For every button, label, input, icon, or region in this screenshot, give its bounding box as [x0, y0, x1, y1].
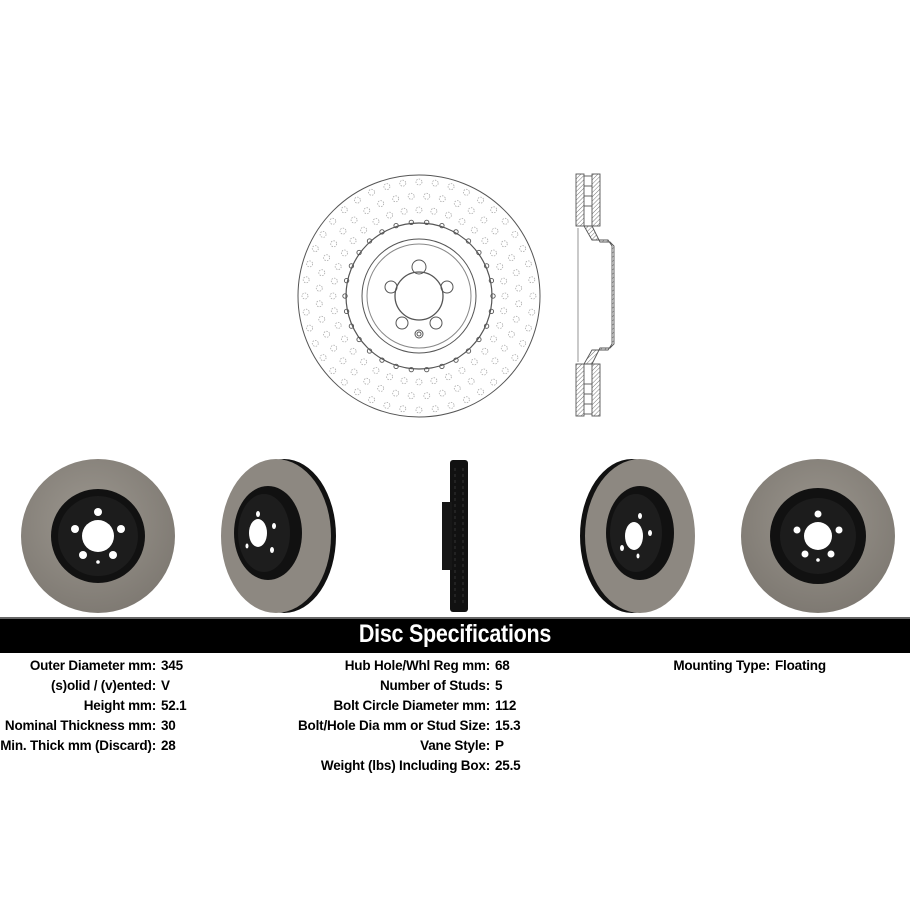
spec-value: Floating	[775, 658, 826, 673]
spec-value: 345	[161, 658, 183, 673]
spec-label: (s)olid / (v)ented:	[51, 678, 156, 693]
spec-row-bolt-circle: Bolt Circle Diameter mm: 112	[298, 696, 520, 716]
spec-label: Vane Style:	[420, 738, 490, 753]
spec-label: Weight (lbs) Including Box:	[320, 758, 490, 773]
spec-row-solid-vented: (s)olid / (v)ented: V	[0, 676, 186, 696]
specs-column-2: Hub Hole/Whl Reg mm: 68 Number of Studs: 5…	[298, 656, 521, 776]
spec-label: Nominal Thickness mm:	[4, 718, 156, 733]
spec-row-mounting-type: Mounting Type: Floating	[600, 656, 826, 676]
spec-value: 52.1	[161, 698, 187, 713]
specs-banner: Disc Specifications	[0, 617, 910, 653]
specs-column-3: Mounting Type: Floating	[600, 656, 826, 676]
spec-label: Height mm:	[83, 698, 156, 713]
rotor-photo-angled-left	[221, 459, 336, 613]
spec-label: Number of Studs:	[379, 678, 490, 693]
spec-label: Mounting Type:	[673, 658, 770, 673]
rotor-photo-angled-right	[580, 459, 695, 613]
outer-edge-outline	[297, 174, 541, 418]
specs-column-1: Outer Diameter mm: 345 (s)olid / (v)ented…	[0, 656, 186, 756]
spec-row-min-thickness: Min. Thick mm (Discard): 28	[0, 736, 186, 756]
spec-label: Hub Hole/Whl Reg mm:	[344, 658, 490, 673]
rotor-photo-side	[442, 460, 468, 612]
spec-value: 30	[161, 718, 176, 733]
spec-row-weight: Weight (lbs) Including Box: 25.5	[298, 756, 521, 776]
rotor-photo-front	[21, 459, 175, 613]
front-view-line-drawing	[297, 174, 541, 418]
spec-label: Min. Thick mm (Discard):	[0, 738, 156, 753]
spec-label: Bolt/Hole Dia mm or Stud Size:	[298, 718, 491, 733]
spec-value: 28	[161, 738, 176, 753]
spec-row-hub-hole: Hub Hole/Whl Reg mm: 68	[298, 656, 520, 676]
spec-value: 25.5	[495, 758, 521, 773]
spec-value: 112	[495, 698, 517, 713]
spec-value: 15.3	[495, 718, 521, 733]
spec-row-height: Height mm: 52.1	[0, 696, 187, 716]
spec-value: V	[161, 678, 170, 693]
spec-label: Outer Diameter mm:	[29, 658, 156, 673]
spec-row-number-of-studs: Number of Studs: 5	[298, 676, 520, 696]
spec-row-outer-diameter: Outer Diameter mm: 345	[0, 656, 186, 676]
spec-value: 68	[495, 658, 510, 673]
spec-row-bolt-hole-dia: Bolt/Hole Dia mm or Stud Size: 15.3	[298, 716, 521, 736]
spec-value: P	[495, 738, 504, 753]
spec-value: 5	[495, 678, 503, 693]
specs-title: Disc Specifications	[358, 620, 552, 648]
spec-row-vane-style: Vane Style: P	[298, 736, 520, 756]
spec-row-nominal-thickness: Nominal Thickness mm: 30	[0, 716, 186, 736]
cross-section-line-drawing	[575, 173, 615, 417]
spec-label: Bolt Circle Diameter mm:	[333, 698, 491, 713]
rotor-photo-back	[741, 459, 895, 613]
friction-ring-inner-edge	[345, 222, 493, 370]
center-bore-outline	[394, 271, 444, 321]
